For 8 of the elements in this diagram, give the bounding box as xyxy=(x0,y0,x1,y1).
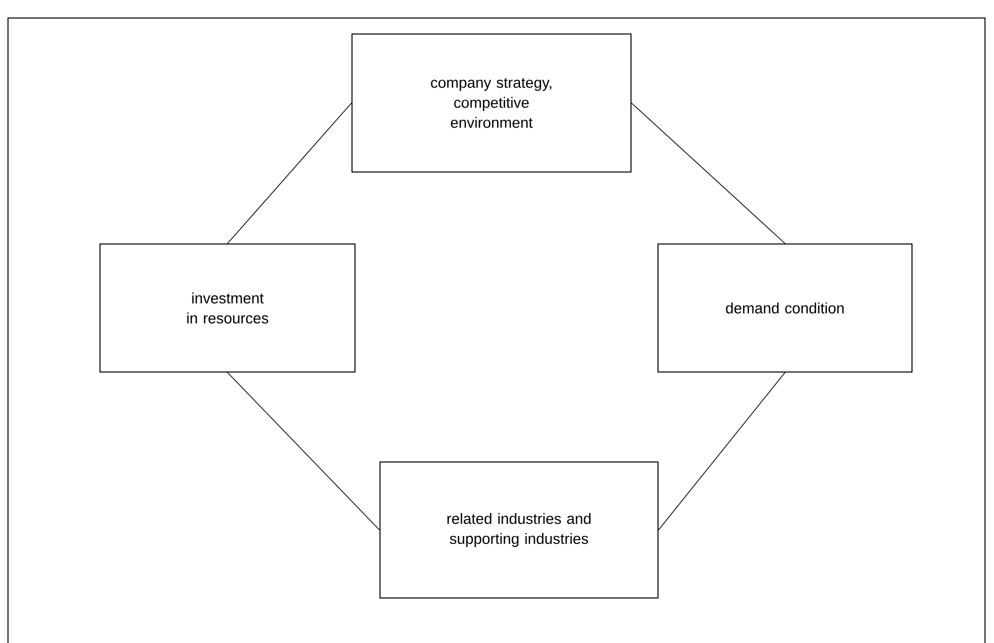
connector-line xyxy=(227,372,380,530)
concept-box: company strategy, competitive environment xyxy=(352,34,632,172)
connector-line xyxy=(227,102,352,244)
concept-box: demand condition xyxy=(658,244,912,372)
concept-box: investment in resources xyxy=(100,244,356,372)
connector-line xyxy=(658,372,786,530)
connector-line xyxy=(631,102,786,244)
concept-box: related industries and supporting industries xyxy=(380,461,658,598)
